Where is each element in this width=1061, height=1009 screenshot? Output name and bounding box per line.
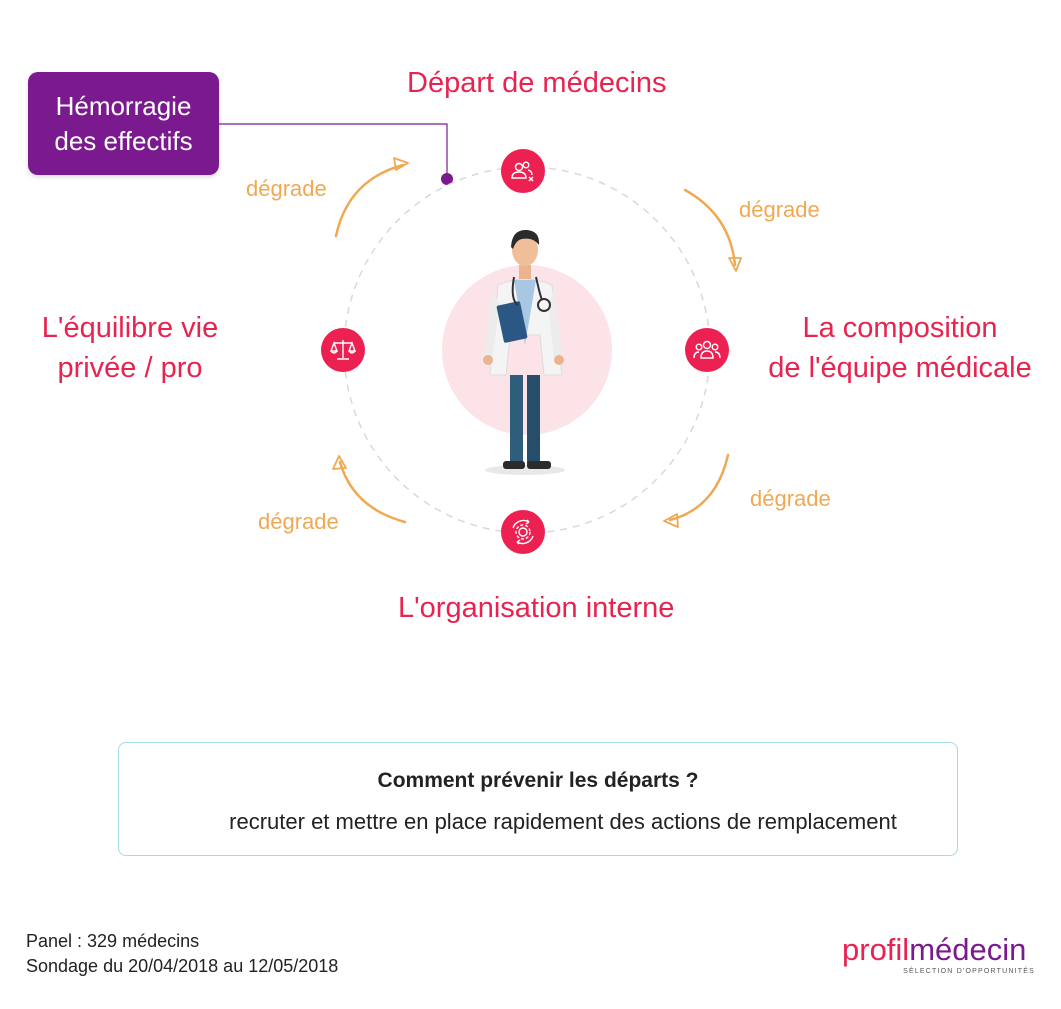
doctor-illustration — [483, 229, 565, 475]
prevention-title: Comment prévenir les départs ? — [377, 769, 699, 792]
team-icon — [693, 340, 721, 359]
profil-medecin-logo: profilmédecin SÉLECTION D'OPPORTUNITÉS — [842, 932, 1037, 978]
degrade-label-bottom-right: dégrade — [750, 486, 831, 511]
panel-note: Panel : 329 médecins — [26, 931, 200, 951]
node-depart — [501, 149, 545, 193]
node-composition — [685, 328, 729, 372]
degrade-label-bottom-left: dégrade — [258, 509, 339, 534]
node-equilibre — [321, 328, 365, 372]
node-organisation — [501, 510, 545, 554]
hemorragie-line1: Hémorragie — [55, 90, 192, 121]
label-composition-line2: de l'équipe médicale — [768, 352, 1032, 384]
logo-part1: profil — [842, 932, 910, 967]
prevention-answer: recruter et mettre en place rapidement d… — [229, 809, 897, 834]
hemorragie-line2: des effectifs — [54, 125, 193, 156]
balance-scale-icon — [330, 340, 356, 360]
degrade-label-top-right: dégrade — [739, 197, 820, 222]
degrade-label-top-left: dégrade — [246, 176, 327, 201]
logo-tagline: SÉLECTION D'OPPORTUNITÉS — [903, 968, 1035, 975]
label-equilibre-line2: privée / pro — [57, 352, 203, 384]
gear-cycle-icon — [512, 519, 534, 545]
arrow-top-left — [334, 163, 405, 238]
arrow-top-right — [683, 188, 737, 267]
center-circle — [442, 265, 612, 435]
user-remove-icon — [511, 161, 534, 182]
label-composition-line1: La composition — [802, 312, 998, 344]
label-equilibre: L'équilibre vie privée / pro — [30, 308, 230, 388]
arrow-bottom-left — [338, 460, 407, 524]
label-equilibre-line1: L'équilibre vie — [41, 312, 219, 344]
label-organisation: L'organisation interne — [398, 592, 675, 624]
logo-part2: médecin — [909, 932, 1027, 967]
prevention-box: Comment prévenir les départs ? recruter … — [118, 742, 958, 856]
survey-dates: Sondage du 20/04/2018 au 12/05/2018 — [26, 956, 339, 976]
hemorragie-box: Hémorragie des effectifs — [28, 72, 219, 175]
label-depart: Départ de médecins — [407, 67, 667, 99]
label-composition: La composition de l'équipe médicale — [760, 308, 1040, 388]
arrow-bottom-right — [668, 453, 730, 522]
